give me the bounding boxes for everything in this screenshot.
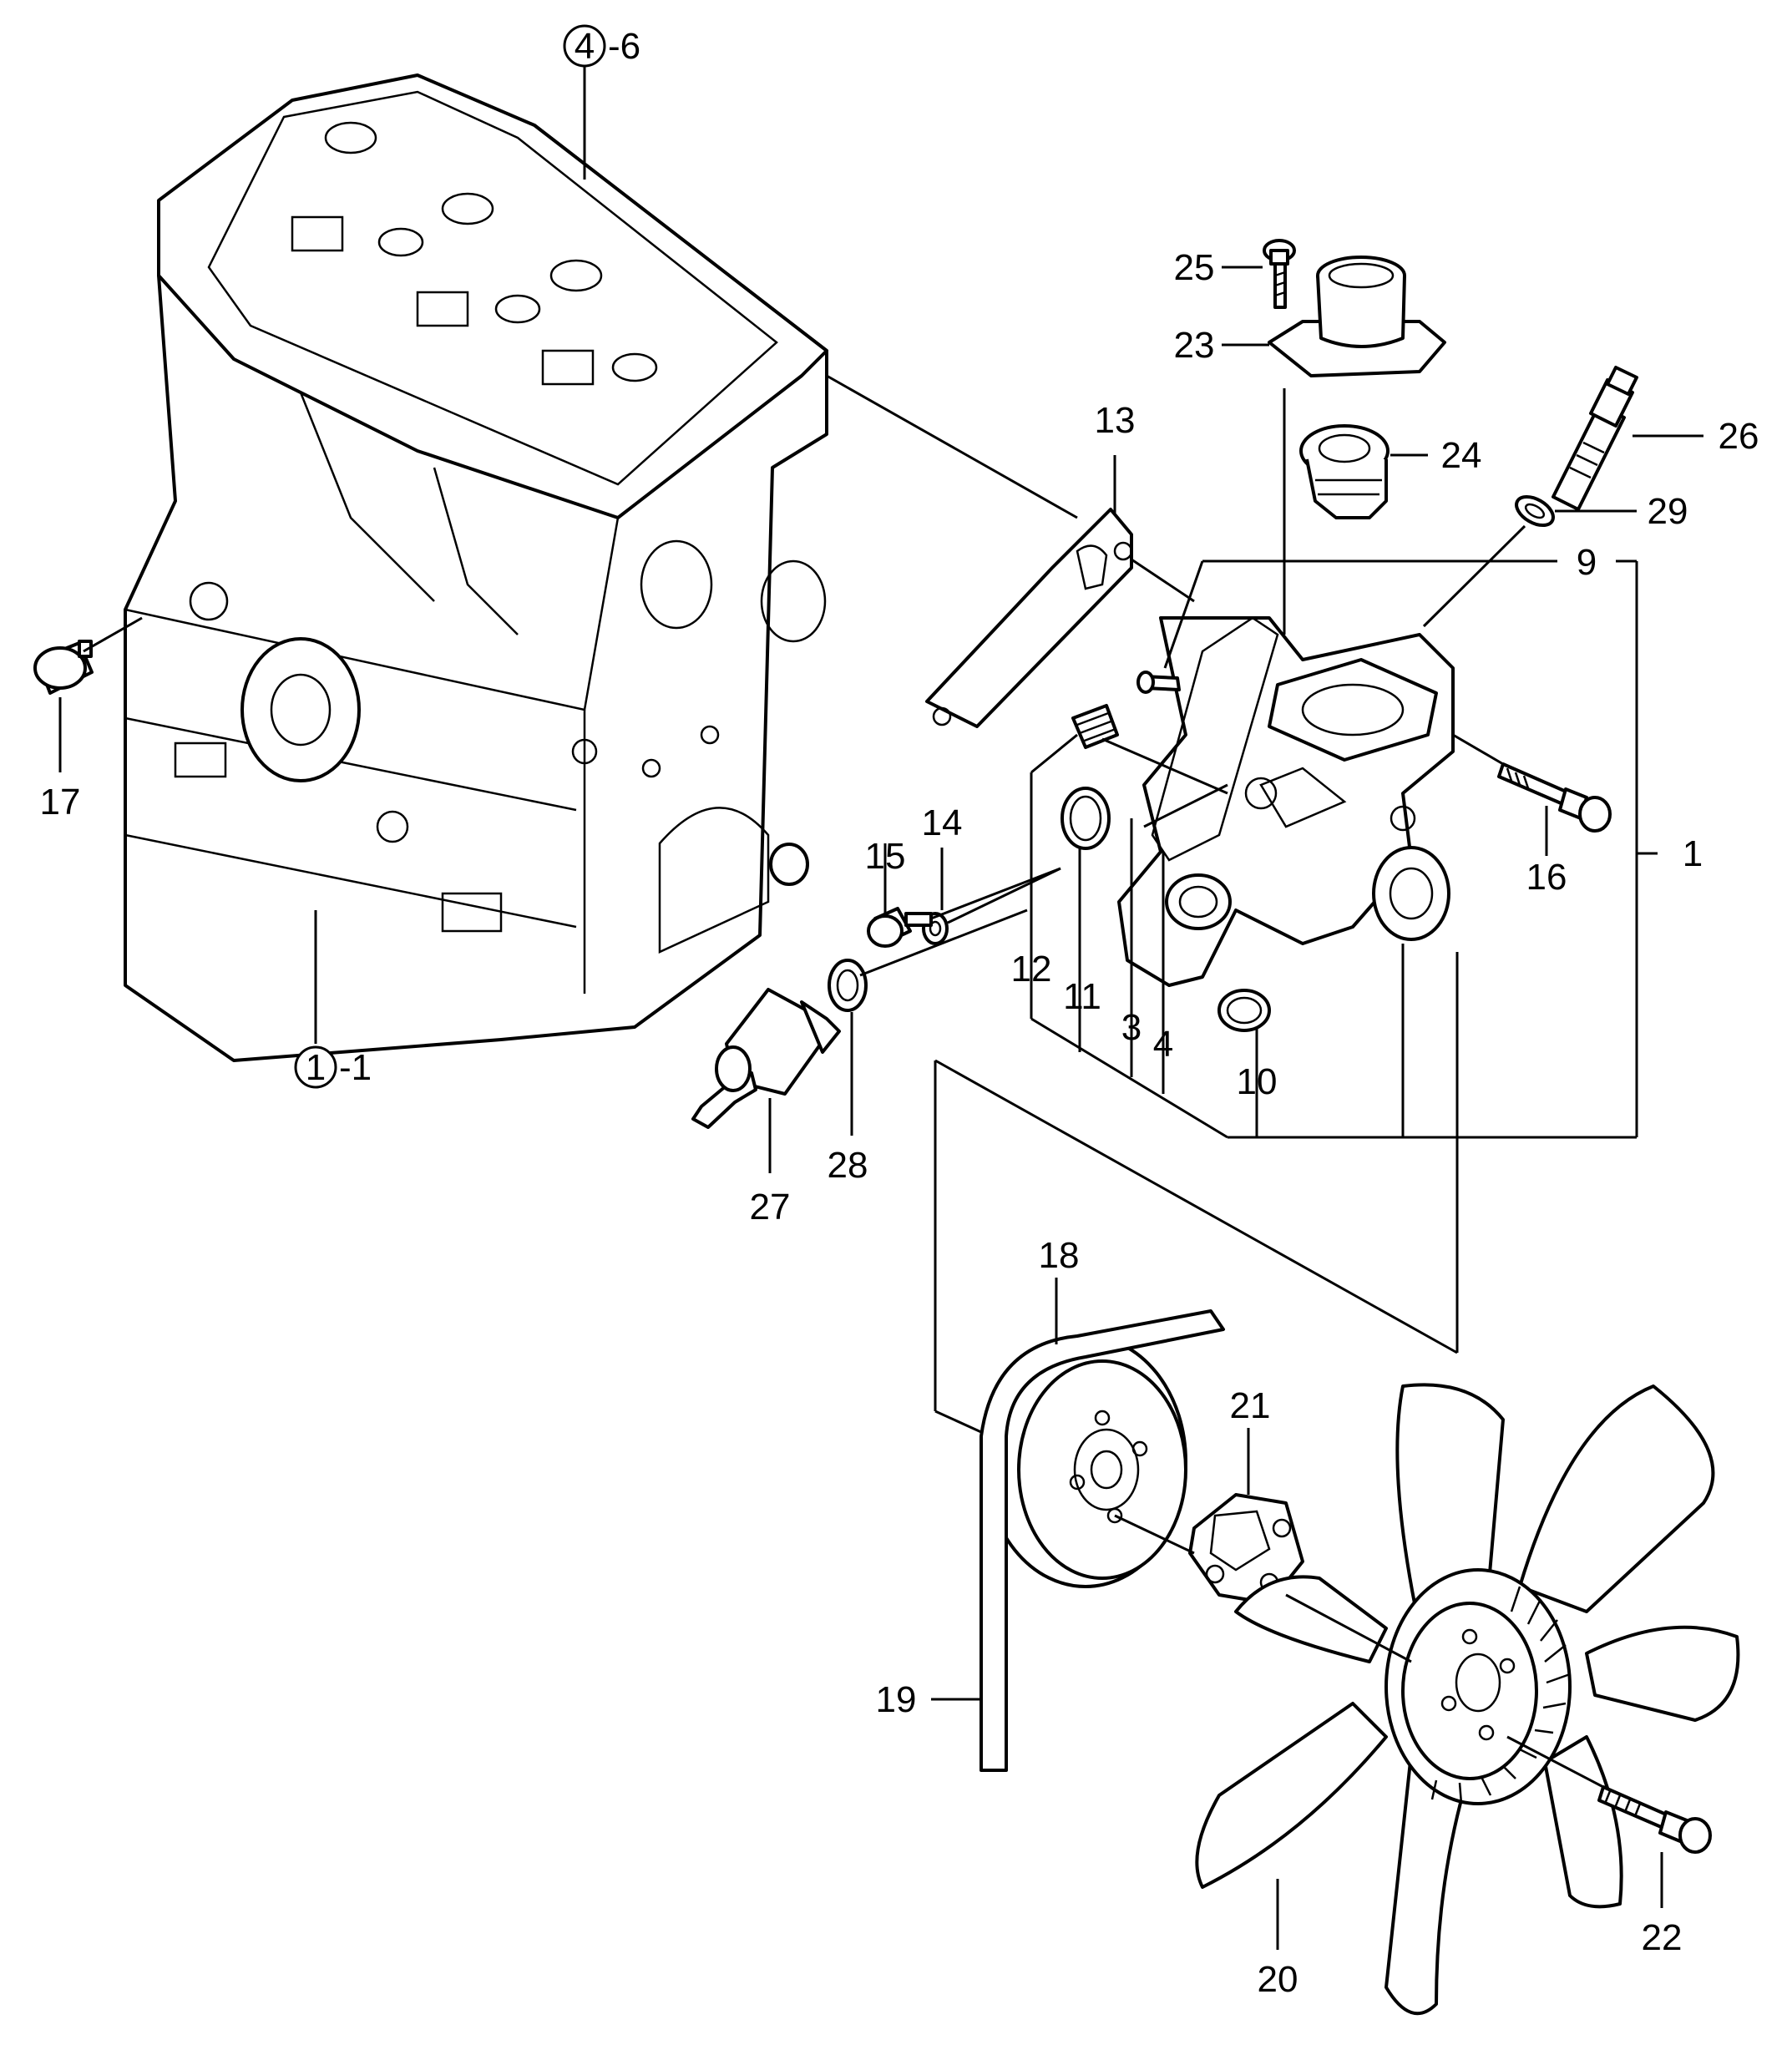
engine-block-drawing — [124, 73, 828, 1062]
label-23: 23 — [1174, 325, 1215, 366]
label-1: 1 — [1683, 833, 1703, 874]
label-22: 22 — [1642, 1917, 1683, 1958]
sender-26-drawing — [1552, 366, 1638, 511]
plug-12-drawing — [1071, 704, 1119, 749]
washer-28-drawing — [828, 959, 868, 1012]
label-29: 29 — [1648, 491, 1688, 532]
ref-head-num: 4 — [575, 26, 595, 67]
bolt-16-drawing — [1497, 762, 1612, 833]
label-28: 28 — [828, 1145, 868, 1186]
label-27: 27 — [750, 1187, 791, 1227]
part-labels: 17 13 25 23 24 26 29 9 1 16 14 15 12 11 … — [40, 247, 1759, 2000]
switch-27-drawing — [691, 988, 841, 1129]
washer-29-drawing — [1515, 494, 1555, 528]
label-17: 17 — [40, 782, 81, 823]
ref-block-num: 1 — [306, 1047, 326, 1088]
ref-circle-block: 1 -1 — [294, 1045, 372, 1089]
label-13: 13 — [1095, 400, 1136, 441]
label-16: 16 — [1526, 857, 1567, 898]
label-25: 25 — [1174, 247, 1215, 288]
label-4: 4 — [1153, 1024, 1173, 1065]
label-26: 26 — [1719, 416, 1759, 457]
fan-pulley-18-drawing — [984, 1334, 1187, 1588]
label-12: 12 — [1011, 949, 1052, 990]
ref-head-suffix: -6 — [608, 26, 640, 67]
ref-circle-head: 4 -6 — [563, 24, 640, 68]
thermostat-24-drawing — [1299, 424, 1390, 519]
ref-block-suffix: -1 — [339, 1047, 372, 1088]
label-3: 3 — [1121, 1007, 1142, 1048]
oring-11-drawing — [1061, 787, 1111, 850]
label-20: 20 — [1258, 1959, 1298, 2000]
label-10: 10 — [1237, 1061, 1278, 1102]
bolt-25-drawing — [1263, 239, 1296, 309]
plug-17-drawing — [33, 640, 94, 695]
label-24: 24 — [1441, 435, 1482, 476]
label-21: 21 — [1230, 1385, 1271, 1426]
thermostat-cover-23-drawing — [1268, 256, 1446, 377]
label-19: 19 — [876, 1679, 917, 1720]
gasket-13-drawing — [925, 508, 1133, 728]
label-14: 14 — [922, 802, 963, 843]
water-pump-drawing — [1117, 616, 1455, 1032]
label-11: 11 — [1063, 976, 1101, 1017]
leader-lines — [58, 67, 1703, 1950]
label-9: 9 — [1577, 542, 1597, 583]
bolt-22-drawing — [1597, 1785, 1712, 1854]
bolt-15-drawing — [867, 907, 933, 948]
bolt-9-drawing — [1136, 671, 1181, 694]
vbelt-19-drawing — [980, 1309, 1225, 1772]
label-15: 15 — [865, 836, 906, 877]
label-18: 18 — [1039, 1235, 1080, 1276]
